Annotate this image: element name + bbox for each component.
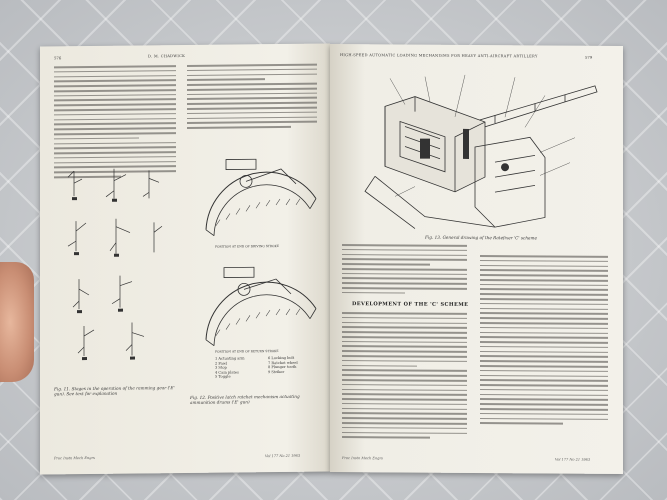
ramming-gear-figure — [67, 168, 163, 361]
fig11-caption: Fig. 11. Stages in the operation of the … — [54, 385, 175, 397]
right-footer-volume: Vol 177 No 21 1963 — [555, 457, 591, 462]
fig13-caption: Fig. 13. General drawing of the Ratefixe… — [425, 234, 537, 241]
right-running-header: HIGH-SPEED AUTOMATIC LOADING MECHANISMS … — [340, 53, 538, 59]
section-heading: DEVELOPMENT OF THE 'C' SCHEME — [352, 301, 469, 308]
left-page: 576 D. M. CHADWICK — [40, 43, 330, 475]
right-text-column-2 — [480, 255, 608, 428]
legend-item: 9 Striker — [268, 369, 285, 374]
left-page-number: 576 — [54, 55, 62, 61]
right-page-number: 579 — [585, 54, 593, 60]
holding-thumb — [0, 262, 34, 382]
right-text-column-1b — [342, 312, 467, 442]
fig12-legend-col2: 6 Locking bolt 7 Ratchet wheel 8 Plunger… — [268, 356, 323, 375]
left-text-column-2 — [187, 63, 317, 132]
fig12-top-label: POSITION AT END OF DRIVING STROKE — [215, 244, 279, 249]
right-text-column-1 — [342, 244, 467, 297]
fig12-bottom-label: POSITION AT END OF RETURN STROKE — [215, 349, 279, 354]
ratchet-mechanism-figure — [205, 158, 317, 347]
left-footer-volume: Vol 177 No 21 1963 — [265, 453, 301, 459]
fig12-caption: Fig. 12. Positive latch ratchet mechanis… — [190, 393, 300, 405]
ratefixer-general-drawing — [364, 74, 598, 229]
legend-item: 5 Toggle — [215, 374, 231, 380]
right-footer-journal: Proc Instn Mech Engrs — [342, 456, 383, 461]
left-running-header: D. M. CHADWICK — [148, 53, 186, 59]
left-footer-journal: Proc Instn Mech Engrs — [54, 455, 95, 461]
right-page: HIGH-SPEED AUTOMATIC LOADING MECHANISMS … — [330, 43, 623, 475]
fig12-legend-col1: 1 Actuating arm 2 Pawl 3 Stop 4 Cam plat… — [215, 356, 265, 379]
